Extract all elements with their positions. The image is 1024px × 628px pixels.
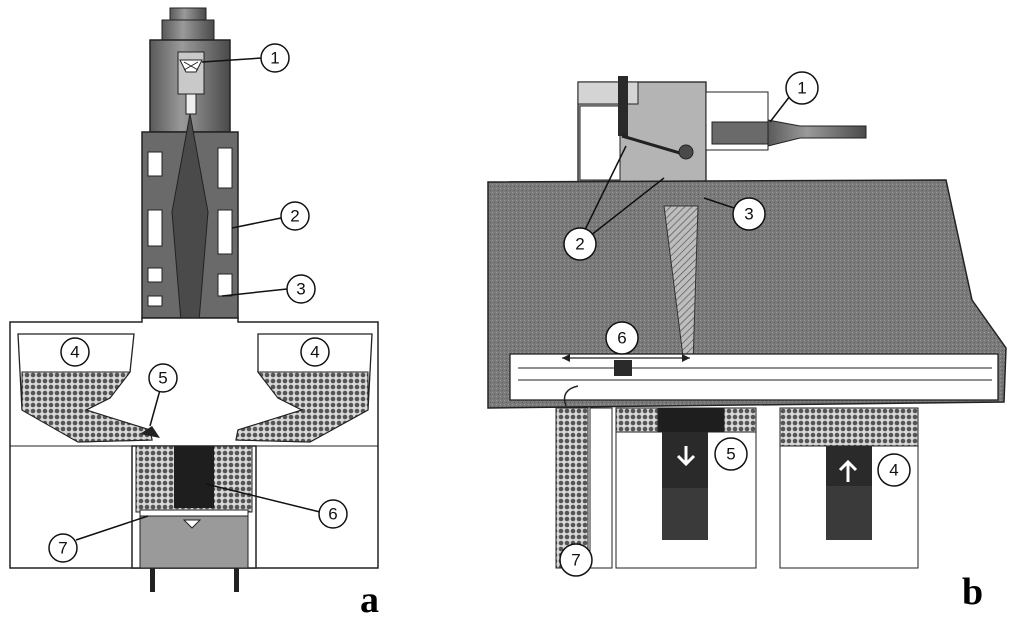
callout-a1-label: 1 <box>270 49 279 68</box>
fiber-mount <box>177 51 205 95</box>
tube-windows-left <box>147 151 163 307</box>
callout-a4-right-label: 4 <box>310 343 319 362</box>
callout-a6 <box>318 499 348 529</box>
callout-b1-label: 1 <box>797 79 806 98</box>
callout-a1 <box>260 43 290 73</box>
callout-b2-label: 2 <box>575 235 584 254</box>
callout-a5-label: 5 <box>158 369 167 388</box>
callout-a2 <box>280 201 310 231</box>
callout-a7 <box>48 533 78 563</box>
recoater-roller <box>614 360 632 376</box>
overflow-bin <box>555 407 589 569</box>
galvo-mirror <box>678 144 694 160</box>
tube-windows-right <box>217 147 233 297</box>
callout-b3 <box>732 197 766 231</box>
callout-a4-left-label: 4 <box>70 343 79 362</box>
callout-b3-label: 3 <box>744 205 753 224</box>
panel-b-label: b <box>962 571 983 613</box>
recoater-blade <box>140 426 160 438</box>
build-platform-b <box>657 407 725 433</box>
callout-b5 <box>714 437 748 471</box>
recoater-rail <box>509 353 999 401</box>
callout-b4-label: 4 <box>889 461 898 480</box>
build-platform <box>139 509 249 517</box>
panel-b <box>487 76 1007 569</box>
panel-a-label: a <box>360 579 379 621</box>
callout-a6-label: 6 <box>328 505 337 524</box>
callout-a2-label: 2 <box>290 207 299 226</box>
callout-b6-label: 6 <box>617 329 626 348</box>
callout-a7-label: 7 <box>58 539 67 558</box>
callout-a3-label: 3 <box>296 280 305 299</box>
callout-a3 <box>286 274 316 304</box>
callout-a4-left <box>60 337 90 367</box>
panel-a <box>9 7 379 592</box>
callout-b6 <box>605 321 639 355</box>
callout-b2 <box>563 227 597 261</box>
panel-a-callouts: 1 2 3 4 4 5 6 7 <box>48 43 348 563</box>
built-part <box>174 446 214 508</box>
callout-a5 <box>148 363 178 393</box>
callout-b4 <box>877 453 911 487</box>
fiber-cable <box>767 119 867 147</box>
powder-feed-bin <box>779 407 919 447</box>
callout-b1 <box>785 71 819 105</box>
callout-b7-label: 7 <box>571 551 580 570</box>
callout-a4-right <box>300 337 330 367</box>
laser-head-neck <box>161 19 215 41</box>
panel-b-callouts: 1 2 3 4 5 6 7 <box>559 71 911 577</box>
callout-b5-label: 5 <box>726 445 735 464</box>
callout-b7 <box>559 543 593 577</box>
